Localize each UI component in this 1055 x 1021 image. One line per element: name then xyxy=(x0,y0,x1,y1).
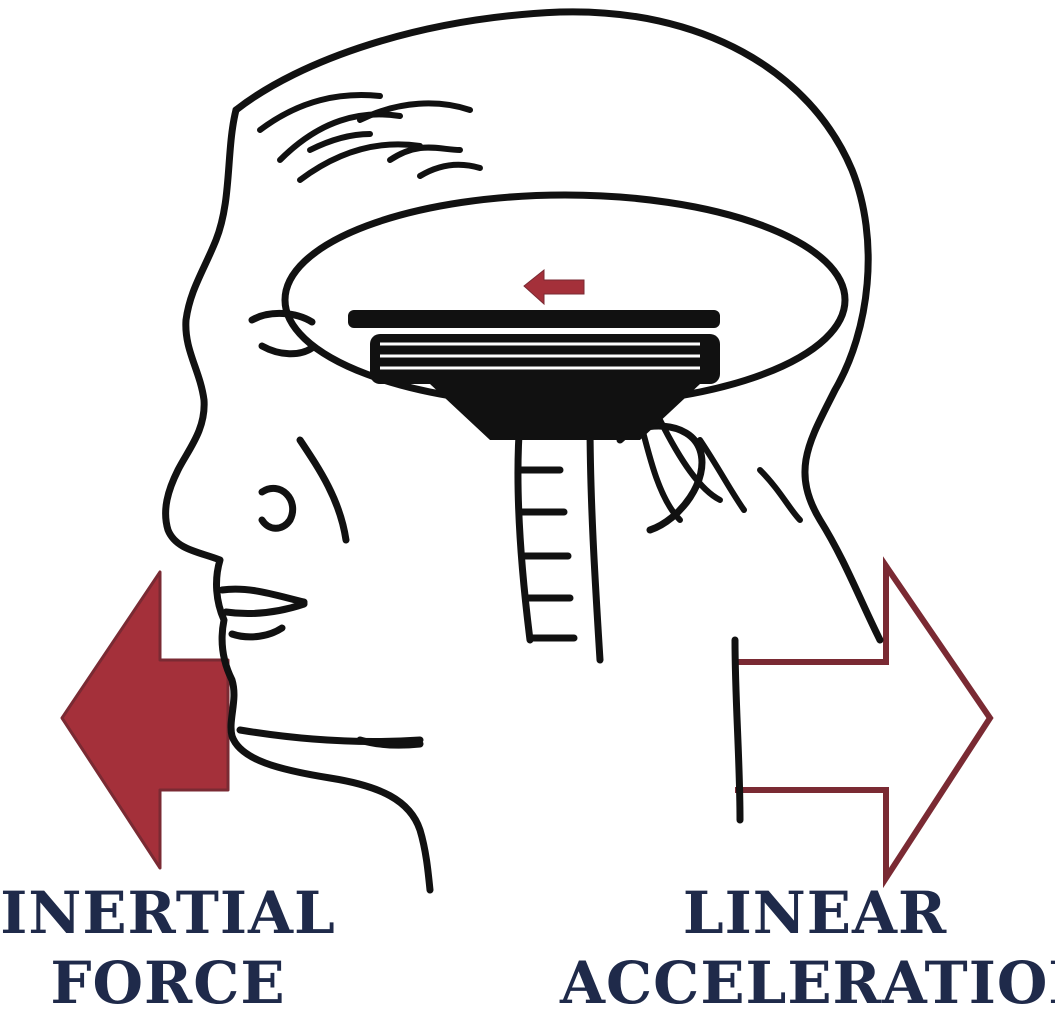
otolith-layer xyxy=(348,310,720,440)
brainstem-spine xyxy=(518,420,600,660)
right-arrow-shape xyxy=(735,566,990,878)
otolith-shift-arrow-icon xyxy=(524,270,584,304)
inertial-force-arrow-icon xyxy=(62,572,228,868)
inertial-force-label-line2: FORCE xyxy=(0,954,336,1012)
left-arrow-shape xyxy=(62,572,228,868)
hair-strokes xyxy=(260,95,800,520)
linear-acceleration-label-line1: LINEAR xyxy=(600,884,1030,942)
linear-acceleration-label-line2: ACCELERATION xyxy=(560,954,1055,1012)
head-outline xyxy=(166,12,880,890)
inertial-force-label-line1: INERTIAL xyxy=(0,884,336,942)
linear-acceleration-arrow-icon xyxy=(735,566,990,878)
